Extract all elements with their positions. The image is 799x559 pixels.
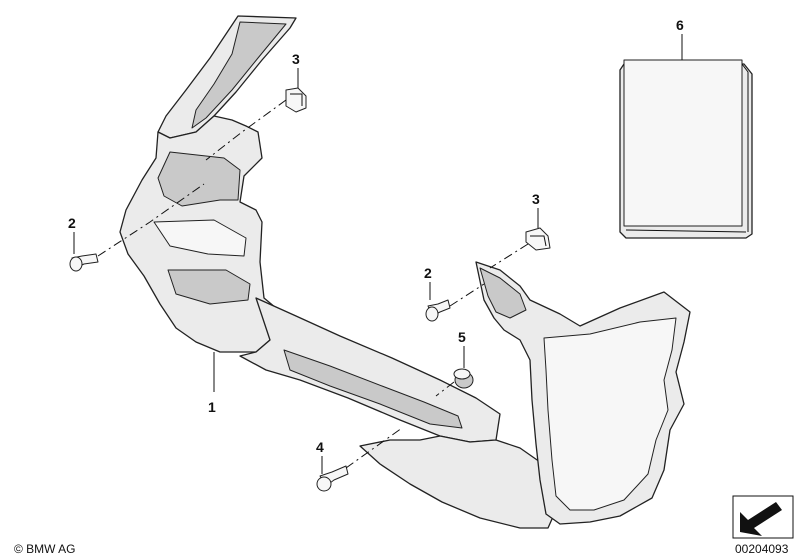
part-4-screw (316, 465, 349, 492)
callout-leaders (73, 34, 683, 474)
callout-2-right: 2 (424, 265, 432, 281)
part-5-grommet (453, 368, 474, 389)
part-1-side-panel (475, 261, 691, 525)
part-1-fairing (119, 15, 557, 529)
callout-3-lower: 3 (532, 191, 540, 207)
callout-6: 6 (676, 17, 684, 33)
callout-labels: 1 2 2 3 3 4 5 6 (68, 17, 684, 455)
part-2-screw-left (69, 253, 99, 272)
part-6-document (619, 59, 753, 239)
part-2-screw-right (425, 299, 451, 322)
copyright-text: © BMW AG (14, 542, 76, 556)
callout-5: 5 (458, 329, 466, 345)
arrow-view-icon (732, 495, 794, 539)
diagram-number: 00204093 (735, 542, 789, 556)
callout-4: 4 (316, 439, 324, 455)
callout-3-upper: 3 (292, 51, 300, 67)
part-3-clip-lower (525, 227, 551, 251)
assembly-lines (97, 99, 529, 469)
part-3-clip-upper (285, 87, 307, 113)
callout-2-left: 2 (68, 215, 76, 231)
callout-1: 1 (208, 399, 216, 415)
